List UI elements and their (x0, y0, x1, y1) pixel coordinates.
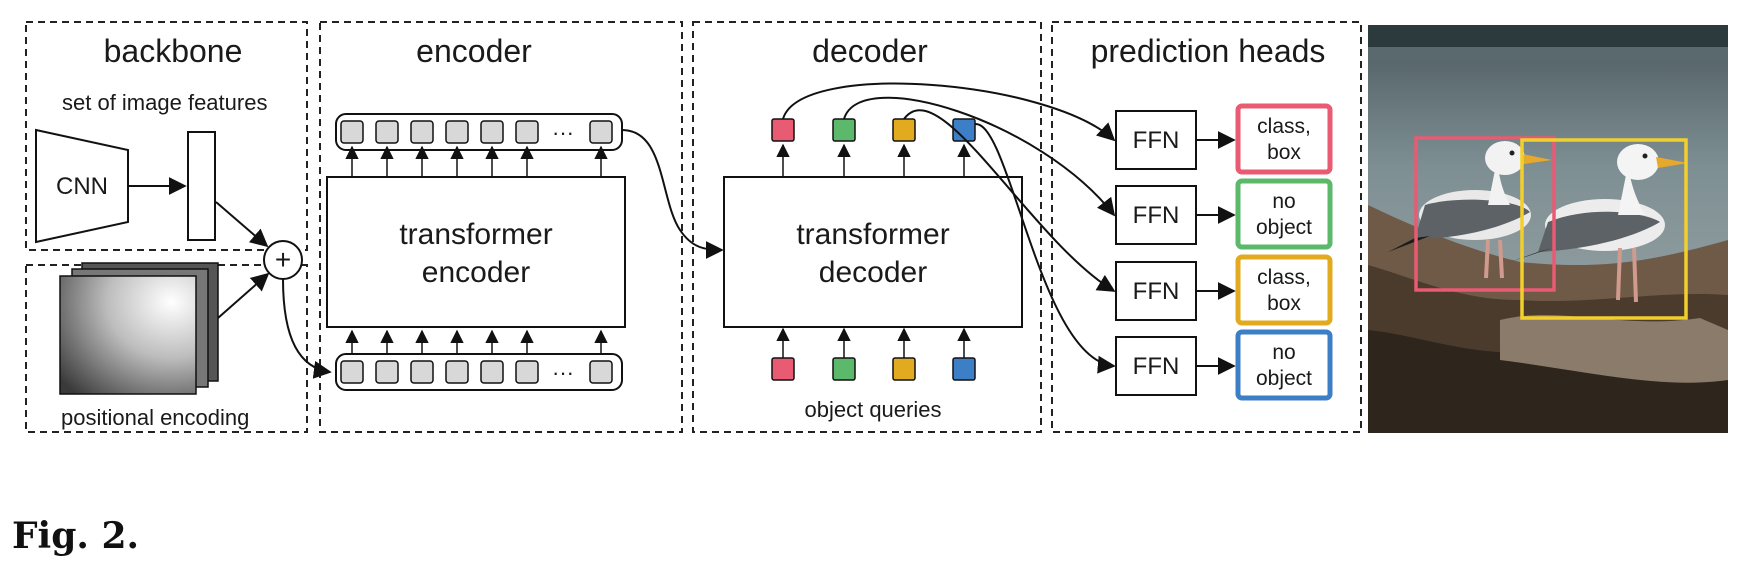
prediction-line2: box (1267, 141, 1301, 164)
encoder-output-token (410, 120, 434, 144)
detection-box-red (1414, 136, 1556, 292)
encoder-output-token (445, 120, 469, 144)
prediction-head-row: FFN no object (1115, 329, 1333, 401)
backbone-section: backbone set of image features CNN posit… (25, 21, 308, 433)
decoder-block-line1: transformer (796, 218, 949, 251)
prediction-head-row: FFN no object (1115, 178, 1333, 250)
encoder-output-token (340, 120, 364, 144)
query-to-ffn-arrows (782, 82, 1116, 374)
query-route-arrow (903, 109, 1116, 292)
plus-symbol: + (275, 244, 291, 275)
prediction-line1: no (1272, 190, 1295, 213)
prediction-heads-title: prediction heads (1091, 33, 1326, 69)
prediction-output-box (1235, 254, 1333, 326)
figure-caption: Fig. 2. (12, 515, 140, 557)
encoder-block-line1: transformer (399, 218, 552, 251)
encoder-title: encoder (416, 33, 532, 69)
prediction-heads-section: prediction heads FFNclass,boxFFNnoobject… (1051, 21, 1362, 433)
encoder-token-cells (340, 120, 613, 384)
prediction-line2: object (1256, 367, 1312, 390)
object-queries-label: object queries (805, 397, 942, 422)
object-query (771, 357, 795, 381)
object-query (832, 357, 856, 381)
encoder-input-token (589, 360, 613, 384)
encoder-input-token (445, 360, 469, 384)
cnn-label: CNN (56, 173, 108, 200)
decoder-title: decoder (812, 33, 928, 69)
add-operator: + (263, 240, 303, 280)
ffn-box (1115, 185, 1197, 245)
prediction-line1: class, (1257, 115, 1311, 138)
encoder-input-token (410, 360, 434, 384)
ffn-box (1115, 110, 1197, 170)
query-route-arrow (974, 122, 1116, 374)
image-features-label: set of image features (62, 90, 267, 115)
encoder-input-token (340, 360, 364, 384)
gull-left (1388, 141, 1552, 279)
detection-photo (1368, 25, 1728, 433)
prediction-line2: object (1256, 216, 1312, 239)
encoder-block-line2: encoder (422, 256, 530, 289)
encoder-output-token (515, 120, 539, 144)
prediction-line1: class, (1257, 266, 1311, 289)
feature-map (187, 131, 216, 241)
cnn-block: CNN (35, 128, 129, 244)
positional-encoding-stack (59, 262, 219, 395)
decoder-output-query (892, 118, 916, 142)
detection-box-yellow (1520, 138, 1688, 320)
positional-encoding-label: positional encoding (61, 405, 249, 430)
prediction-head-row: FFN class, box (1115, 103, 1333, 175)
object-query (892, 357, 916, 381)
encoder-output-token (375, 120, 399, 144)
prediction-head-rows: FFNclass,boxFFNnoobjectFFNclass,boxFFNno… (1115, 103, 1333, 401)
decoder-block-line2: decoder (819, 256, 927, 289)
encoder-input-token (515, 360, 539, 384)
ffn-label: FFN (1133, 127, 1180, 154)
encoder-output-tokens (335, 113, 623, 151)
encoder-input-token (480, 360, 504, 384)
object-query (952, 357, 976, 381)
encoder-output-token (480, 120, 504, 144)
prediction-output-box (1235, 178, 1333, 250)
encoder-output-ellipsis: ··· (552, 120, 574, 145)
ffn-label: FFN (1133, 202, 1180, 229)
ffn-label: FFN (1133, 353, 1180, 380)
backbone-title: backbone (104, 33, 243, 69)
decoder-output-query (832, 118, 856, 142)
decoder-output-query (771, 118, 795, 142)
transformer-encoder-block (326, 176, 626, 328)
prediction-head-row: FFN class, box (1115, 254, 1333, 326)
gull-right (1510, 144, 1688, 303)
decoder-section: decoder transformer decoder object queri… (692, 21, 1042, 433)
prediction-output-box (1235, 329, 1333, 401)
encoder-section: encoder ··· ··· transformer encoder (282, 21, 724, 433)
ffn-box (1115, 261, 1197, 321)
encoder-input-token (375, 360, 399, 384)
prediction-line2: box (1267, 292, 1301, 315)
encoder-output-token (589, 120, 613, 144)
query-route-arrow (843, 96, 1116, 217)
prediction-line1: no (1272, 341, 1295, 364)
transformer-decoder-block (723, 176, 1023, 328)
ffn-label: FFN (1133, 278, 1180, 305)
query-route-arrow (782, 82, 1116, 142)
encoder-input-tokens (335, 353, 623, 391)
decoder-output-query (952, 118, 976, 142)
prediction-output-box (1235, 103, 1333, 175)
decoder-query-cells (771, 118, 976, 381)
encoder-input-ellipsis: ··· (552, 360, 574, 385)
